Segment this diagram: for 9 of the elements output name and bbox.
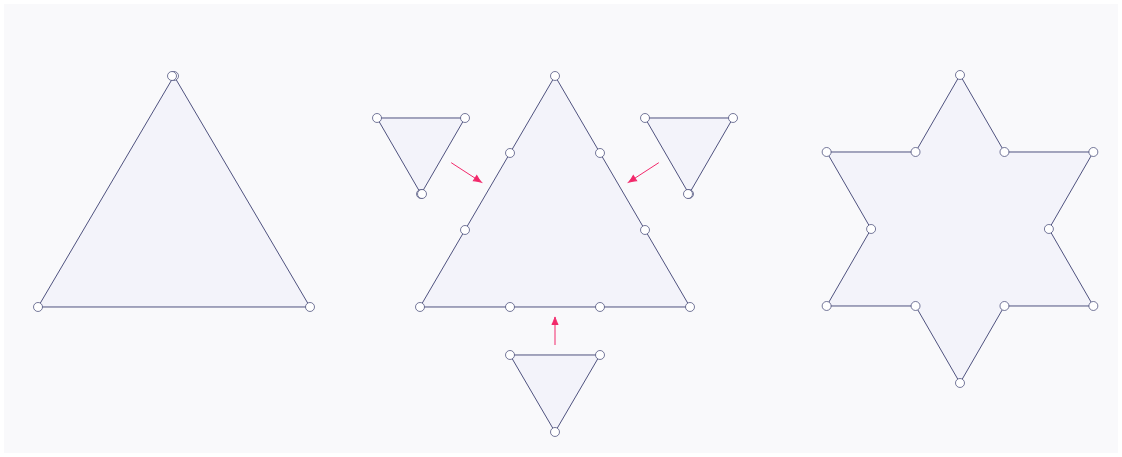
star-shape	[821, 70, 1099, 388]
triangle-shape	[415, 71, 695, 312]
arrow	[450, 162, 482, 183]
arrow	[628, 162, 660, 183]
triangle-shape	[505, 350, 605, 437]
triangle-shape	[33, 71, 315, 312]
triangle-shape	[372, 113, 470, 199]
arrow	[551, 316, 559, 346]
triangle-shape	[640, 113, 738, 199]
